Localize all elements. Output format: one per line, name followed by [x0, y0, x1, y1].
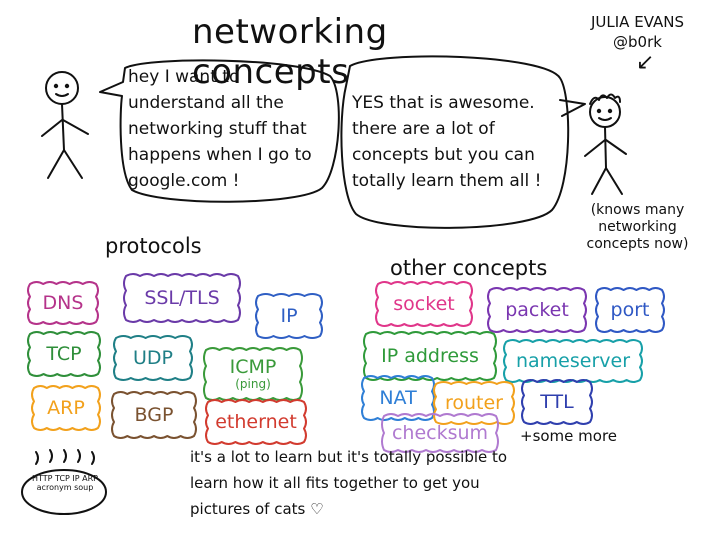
- tag-outline-protocols-2: [255, 293, 323, 339]
- concept-tag: socket: [378, 284, 470, 324]
- concept-tag: nameserver: [506, 342, 640, 380]
- author-name: JULIA EVANS: [591, 13, 684, 31]
- concept-tag-label: TCP: [46, 343, 82, 365]
- speech-bubble-right: [340, 55, 586, 229]
- aside-note: (knows many networking concepts now): [586, 202, 689, 252]
- tag-outline-protocols-5: [203, 347, 303, 401]
- concept-tag-label: checksum: [391, 422, 489, 444]
- tag-outline-protocols-1: [123, 273, 241, 323]
- concept-tag-label: ICMP: [229, 356, 277, 378]
- speech-left-text: hey I want to understand all the network…: [128, 67, 312, 191]
- page-title: networking concepts: [192, 12, 388, 92]
- tag-outline-other-3: [363, 331, 497, 381]
- concept-tag: UDP: [116, 338, 190, 378]
- concept-tag: router: [436, 384, 512, 422]
- speech-bubble-left: [99, 59, 340, 203]
- concept-tag: BGP: [114, 394, 194, 436]
- concept-tag: port: [598, 290, 662, 330]
- tag-outline-protocols-4: [113, 335, 193, 381]
- concept-tag-label: packet: [505, 299, 569, 321]
- concept-tag-label: BGP: [134, 404, 174, 426]
- tag-outline-other-0: [375, 281, 473, 327]
- concept-tag-label: ethernet: [215, 411, 297, 433]
- concept-tag-label: router: [444, 392, 503, 414]
- concept-tag: IP: [258, 296, 320, 336]
- tag-outline-other-6: [433, 381, 515, 425]
- soup-caption: acronym soup: [36, 483, 94, 492]
- concept-tag-label: NAT: [379, 387, 417, 409]
- concept-tag: packet: [490, 290, 584, 330]
- concept-tag-label: SSL/TLS: [144, 287, 220, 309]
- concept-tag-label: UDP: [133, 347, 173, 369]
- tag-outline-other-2: [595, 287, 665, 333]
- concept-tag: TCP: [30, 334, 98, 374]
- soup-label: HTTP TCP IP ARP acronym soup: [30, 474, 100, 492]
- concept-tag: ICMP(ping): [206, 350, 300, 398]
- concept-tag: TTL: [524, 382, 590, 422]
- concept-tag-sub: (ping): [235, 377, 271, 391]
- protocols-heading: protocols: [105, 234, 202, 258]
- concept-tag-label: DNS: [42, 292, 84, 314]
- concept-tag-label: nameserver: [515, 350, 631, 372]
- tag-outline-protocols-6: [31, 385, 101, 431]
- tag-outline-protocols-0: [27, 281, 99, 325]
- concept-tag-label: socket: [393, 293, 455, 315]
- tag-outline-protocols-8: [205, 399, 307, 445]
- concept-tag: SSL/TLS: [126, 276, 238, 320]
- soup-bowl: [21, 449, 107, 515]
- concept-tag: IP address: [366, 334, 494, 378]
- arrow-icon: ↙: [636, 50, 655, 75]
- concept-tag: DNS: [30, 284, 96, 322]
- concept-tag-label: ARP: [47, 397, 85, 419]
- speech-right-text: YES that is awesome. there are a lot of …: [352, 93, 542, 191]
- author-handle: @b0rk: [613, 33, 662, 51]
- concept-tag-label: IP: [280, 305, 298, 327]
- concept-tag-label: IP address: [381, 345, 479, 367]
- tag-outline-protocols-3: [27, 331, 101, 377]
- tag-outline-other-1: [487, 287, 587, 333]
- soup-words: HTTP TCP IP ARP: [32, 474, 98, 483]
- footer-note: it's a lot to learn but it's totally pos…: [190, 448, 508, 518]
- concept-tag: ethernet: [208, 402, 304, 442]
- concept-tag: checksum: [384, 416, 496, 450]
- tag-outline-other-7: [521, 379, 593, 425]
- tag-outline-other-5: [361, 375, 435, 421]
- more-note: +some more: [520, 427, 618, 445]
- concept-tag-label: port: [610, 299, 650, 321]
- concept-tag: NAT: [364, 378, 432, 418]
- tag-outline-other-8: [381, 413, 499, 453]
- concept-tag: ARP: [34, 388, 98, 428]
- person-left: [41, 71, 89, 179]
- author-credit: JULIA EVANS @b0rk: [570, 12, 705, 52]
- tag-outline-protocols-7: [111, 391, 197, 439]
- person-right: [584, 93, 627, 195]
- concept-tag-label: TTL: [540, 391, 574, 413]
- other-concepts-heading: other concepts: [390, 256, 548, 280]
